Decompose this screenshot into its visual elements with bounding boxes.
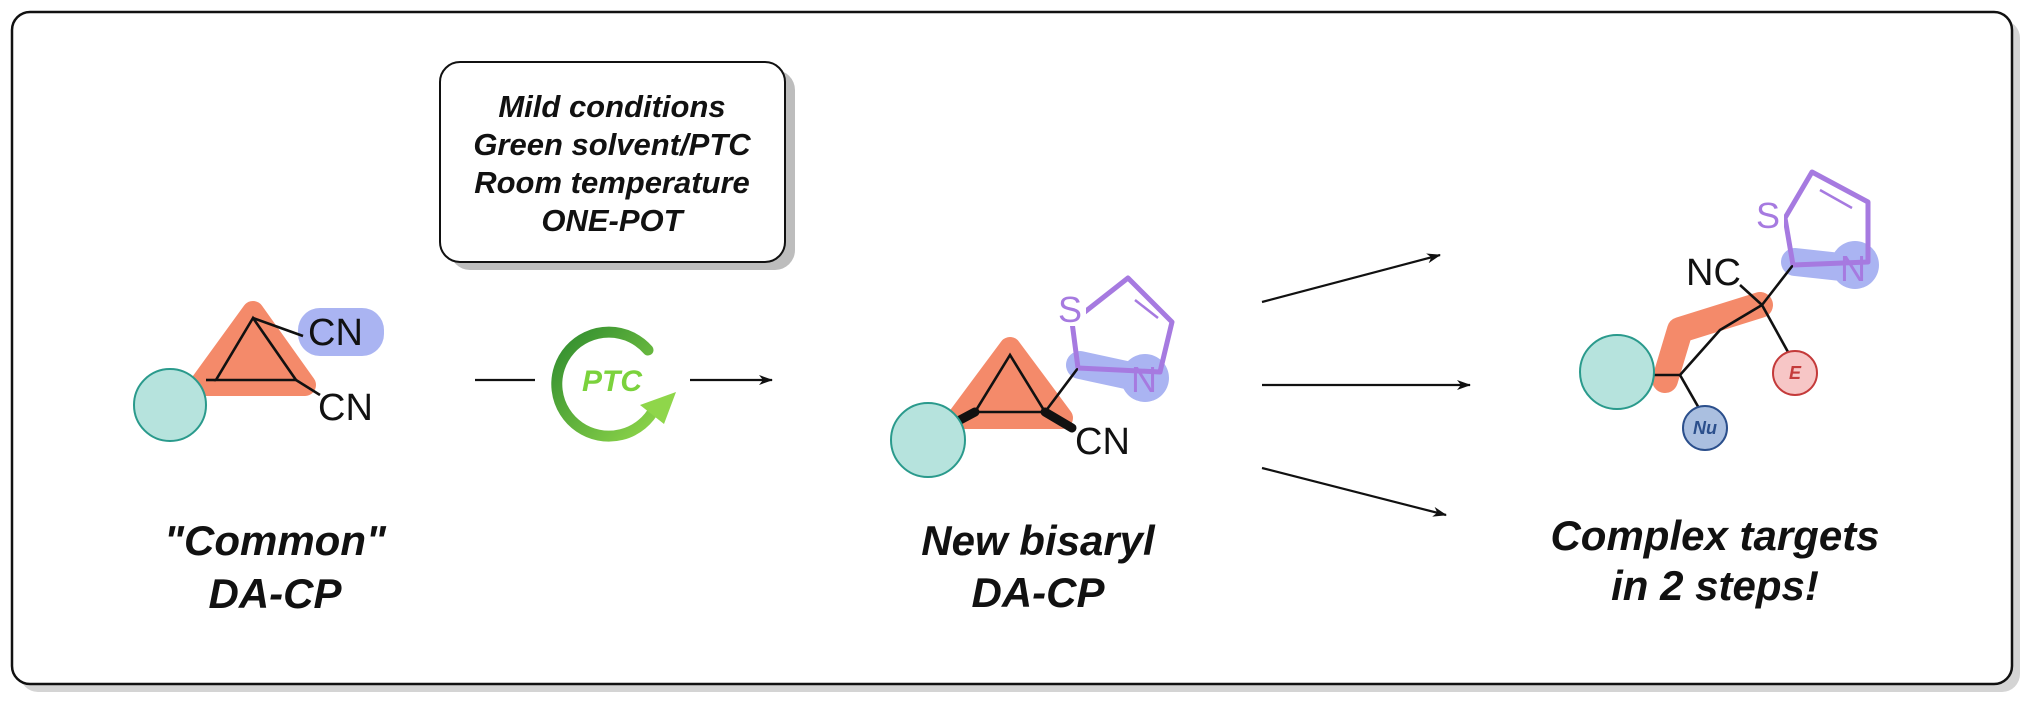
complex-caption-line1: Complex targets bbox=[1550, 512, 1879, 559]
chain-highlight bbox=[1652, 292, 1773, 393]
thiazole-n-label-right: N bbox=[1840, 248, 1866, 289]
electrophile-circle bbox=[1772, 350, 1818, 396]
diverging-arrow-bottom bbox=[1261, 466, 1447, 517]
ptc-cycle-arc bbox=[551, 326, 661, 442]
condition-room-temp: Room temperature bbox=[474, 165, 750, 200]
cn-label-mid: CN bbox=[1075, 421, 1130, 463]
diverging-arrow-top bbox=[1261, 253, 1441, 304]
common-dacp-caption-line2: DA-CP bbox=[209, 570, 343, 617]
nc-label: NC bbox=[1686, 252, 1741, 294]
cn-bond-lower bbox=[295, 378, 321, 397]
nucleophile-circle bbox=[1682, 405, 1728, 451]
thiazole-s-label-right: S bbox=[1756, 195, 1780, 236]
thiazole-ring-right bbox=[1782, 169, 1871, 268]
cn-bottom-label: CN bbox=[318, 387, 373, 429]
thiazole-s-label-mid: S bbox=[1058, 289, 1082, 330]
cn-highlight bbox=[298, 308, 384, 356]
cyclopropane-highlight-mid bbox=[947, 337, 1073, 429]
cn-top-label: CN bbox=[308, 312, 363, 354]
aryl-circle bbox=[133, 368, 207, 442]
condition-mild: Mild conditions bbox=[498, 89, 725, 124]
common-dacp-caption-line1: "Common" bbox=[164, 517, 387, 564]
thiazole-double-bond-right bbox=[1819, 188, 1853, 210]
condition-green-solvent: Green solvent/PTC bbox=[473, 127, 751, 162]
electrophile-label: E bbox=[1789, 363, 1802, 383]
thiazole-link-bond bbox=[1043, 367, 1080, 413]
aryl-wedge-bond bbox=[955, 407, 980, 425]
ptc-label: PTC bbox=[582, 365, 643, 398]
thiazole-s-bg-right bbox=[1754, 196, 1784, 232]
bisaryl-dacp-molecule: S N CN bbox=[890, 275, 1175, 478]
thiazole-n-label-mid: N bbox=[1131, 359, 1157, 400]
condition-one-pot: ONE-POT bbox=[541, 203, 685, 238]
chain-bonds bbox=[1652, 303, 1763, 377]
complex-target-molecule: S N NC Nu E bbox=[1579, 169, 1879, 451]
common-dacp-molecule: CN CN bbox=[133, 301, 384, 442]
complex-caption-line2: in 2 steps! bbox=[1611, 562, 1819, 609]
cyclopropane-ring-mid bbox=[972, 352, 1048, 414]
nc-bond bbox=[1739, 284, 1763, 306]
cyclopropane-ring bbox=[213, 315, 299, 382]
bisaryl-caption-line2: DA-CP bbox=[972, 569, 1106, 616]
cn-wedge-bond bbox=[1040, 407, 1077, 433]
e-bond bbox=[1760, 304, 1790, 353]
thiazole-link-bond-right bbox=[1760, 264, 1795, 306]
ptc-cycle-arrowhead bbox=[640, 392, 676, 424]
thiazole-s-bg-mid bbox=[1056, 290, 1086, 326]
nucleophile-label: Nu bbox=[1693, 418, 1717, 438]
conditions-box bbox=[439, 61, 786, 263]
cyclopropane-highlight bbox=[189, 301, 316, 396]
nu-bond bbox=[1678, 374, 1702, 411]
cn-bond-upper bbox=[252, 316, 304, 338]
thiazole-double-bond-mid bbox=[1134, 299, 1159, 319]
bisaryl-caption-line1: New bisaryl bbox=[921, 517, 1156, 564]
aryl-circle-mid bbox=[890, 402, 966, 478]
ptc-cycle-icon: PTC bbox=[551, 326, 676, 442]
aryl-circle-right bbox=[1579, 334, 1655, 410]
thiazole-ring-mid bbox=[1069, 275, 1175, 375]
